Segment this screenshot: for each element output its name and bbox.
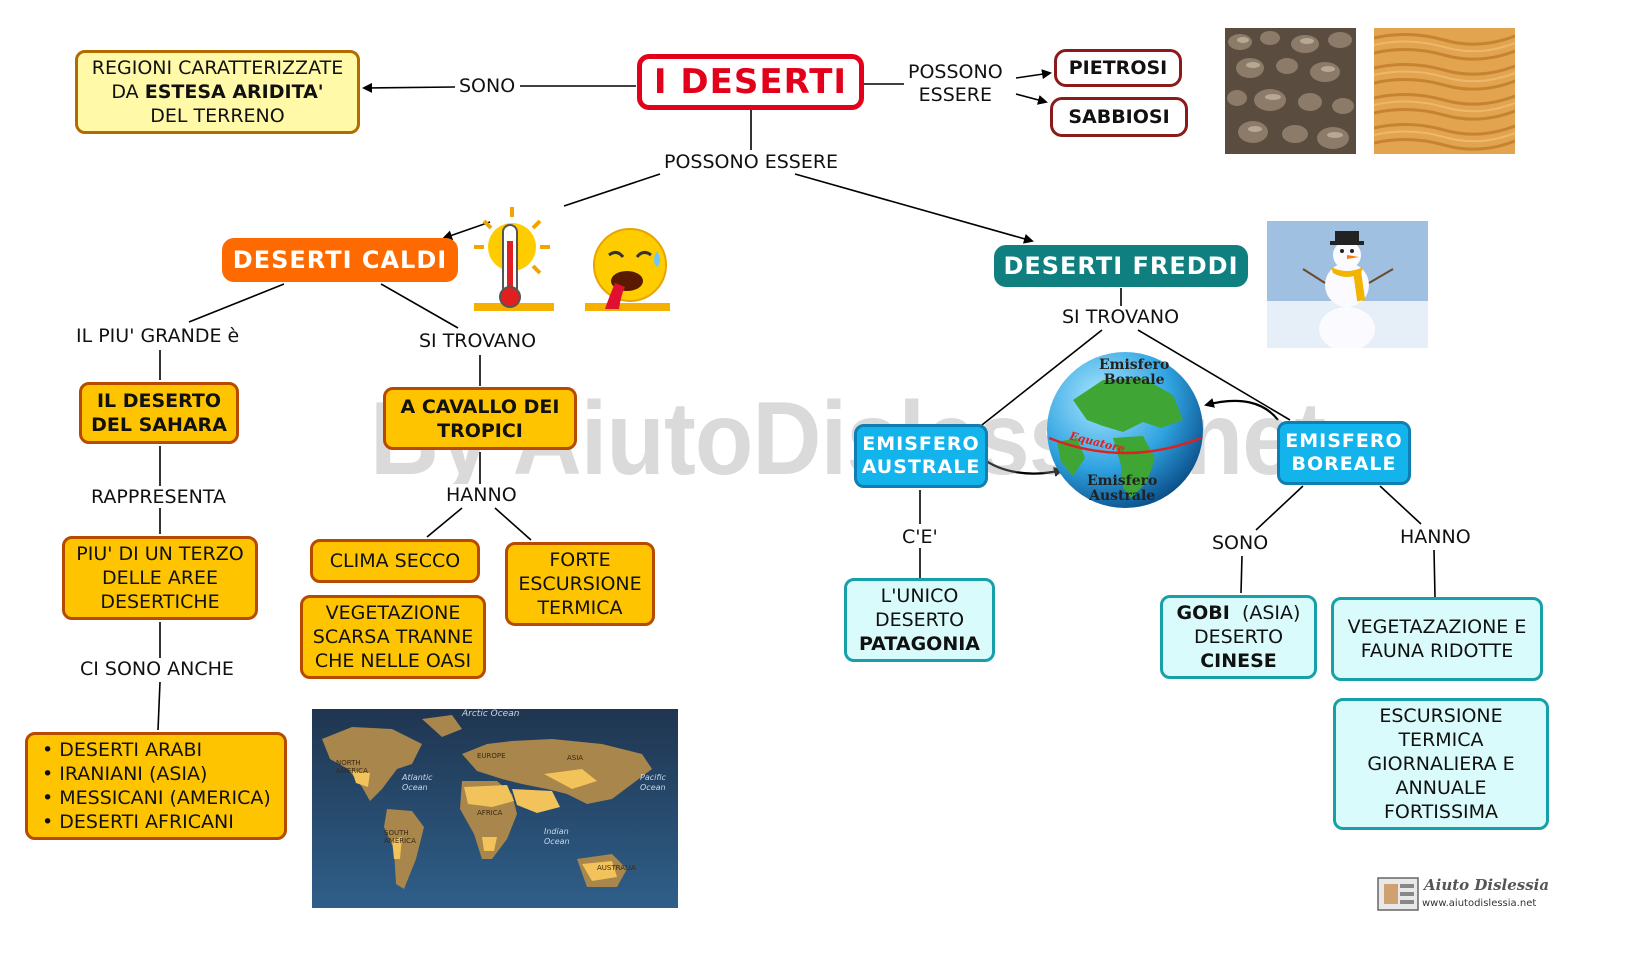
gobi-box: GOBI (ASIA) DESERTO CINESE <box>1160 595 1317 679</box>
type-pietrosi: PIETROSI <box>1054 49 1182 87</box>
deserti-caldi-node: DESERTI CALDI <box>222 238 458 282</box>
aiuto-dislessia-logo: Aiuto Dislessia www.aiutodislessia.net <box>1376 874 1550 914</box>
label-rappresenta: RAPPRESENTA <box>87 486 230 508</box>
label-hanno-caldi: HANNO <box>442 484 521 506</box>
label-si-trovano-caldi: SI TROVANO <box>415 330 541 352</box>
title-text: I DESERTI <box>653 62 848 102</box>
type-sabbiosi: SABBIOSI <box>1050 97 1188 137</box>
map-title: I DESERTI <box>637 54 864 110</box>
label-ce: C'E' <box>898 526 942 548</box>
definition-line3: DEL TERRENO <box>150 105 285 127</box>
definition-line1: REGIONI CARATTERIZZATE <box>91 57 344 79</box>
definition-box: REGIONI CARATTERIZZATE DA ESTESA ARIDITA… <box>75 50 360 134</box>
map-label-asia: ASIA <box>567 754 584 762</box>
definition-line2: DA ESTESA ARIDITA' <box>111 81 324 103</box>
map-label-europe: EUROPE <box>477 752 506 760</box>
sweating-face-icon <box>585 225 670 313</box>
map-label-africa: AFRICA <box>477 809 503 817</box>
map-label-australia: AUSTRALIA <box>597 864 636 872</box>
logo-url: www.aiutodislessia.net <box>1422 898 1537 909</box>
hot-thermometer-icon <box>470 205 555 313</box>
deserti-freddi-node: DESERTI FREDDI <box>994 245 1248 287</box>
rocky-desert-image <box>1225 28 1356 154</box>
label-sono-boreale: SONO <box>1208 532 1273 554</box>
logo-name: Aiuto Dislessia <box>1424 876 1550 894</box>
label-hanno-boreale: HANNO <box>1396 526 1475 548</box>
label-ci-sono-anche: CI SONO ANCHE <box>76 658 238 680</box>
label-il-piu-grande: IL PIU' GRANDE è <box>72 325 244 347</box>
clima-secco-box: CLIMA SECCO <box>310 539 480 583</box>
map-label-north-america: NORTH AMERICA <box>336 759 368 775</box>
map-label-arctic: Arctic Ocean <box>462 709 520 719</box>
label-si-trovano-freddi: SI TROVANO <box>1058 306 1184 328</box>
altri-deserti-list: DESERTI ARABIIRANIANI (ASIA)MESSICANI (A… <box>28 738 271 834</box>
snowman-image <box>1267 221 1428 348</box>
label-possono-essere: POSSONO ESSERE <box>660 151 843 173</box>
altri-deserti-box: DESERTI ARABIIRANIANI (ASIA)MESSICANI (A… <box>25 732 287 840</box>
label-sono: SONO <box>455 75 520 97</box>
sand-desert-image <box>1374 28 1515 154</box>
